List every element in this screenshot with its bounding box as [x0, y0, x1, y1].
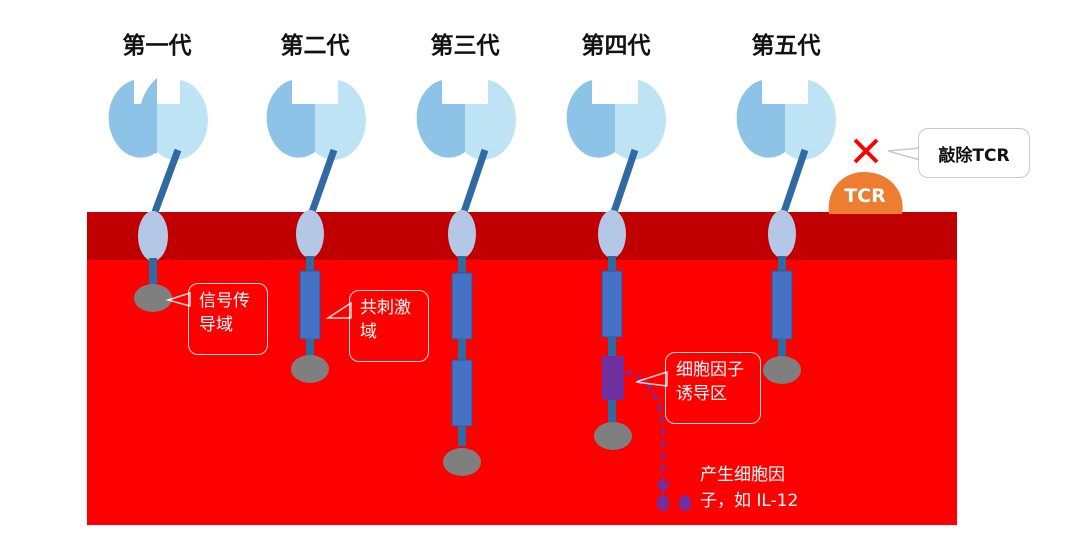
tcr-receptor	[828, 172, 903, 214]
cytokine-molecule-2	[679, 495, 691, 511]
stalk	[780, 148, 809, 214]
car-gen5	[736, 80, 903, 384]
costim-domain-2	[451, 359, 473, 427]
secretion-arrow	[625, 370, 665, 485]
label-line: 产生细胞因	[700, 465, 785, 485]
callout-tail	[887, 147, 921, 161]
signal-domain	[443, 448, 481, 476]
gen-title-2: 第二代	[280, 33, 350, 59]
scfv-vh-icon	[785, 80, 836, 160]
cell-membrane	[87, 212, 957, 260]
signal-domain	[763, 356, 801, 384]
linker	[608, 256, 616, 272]
linker	[608, 337, 616, 357]
signal-domain	[291, 355, 329, 383]
linker	[608, 400, 616, 422]
callout-tail	[165, 291, 191, 307]
linker	[306, 256, 314, 272]
linker	[458, 339, 466, 361]
knockout-tcr-note: 敲除TCR	[918, 128, 1030, 178]
costim-domain	[601, 270, 623, 338]
signal-domain	[594, 422, 632, 450]
callout-costim-domain: 共刺激 域	[349, 290, 429, 362]
transmembrane-hinge	[138, 211, 168, 261]
stalk	[151, 148, 182, 214]
costim-domain-1	[451, 272, 473, 340]
scfv-vl-icon	[736, 80, 785, 158]
label-line: 子，如 IL-12	[700, 491, 799, 511]
gen-title-3: 第三代	[430, 33, 500, 59]
cytokine-molecule-1	[657, 495, 669, 511]
stalk	[610, 148, 639, 214]
gen-title-5: 第五代	[751, 33, 821, 59]
car-gen2	[266, 80, 366, 383]
scfv-vh-icon	[465, 80, 516, 160]
cytokine-induction-domain	[602, 356, 624, 400]
transmembrane-hinge	[448, 210, 476, 258]
scfv-vh-icon	[157, 80, 208, 160]
transmembrane-hinge	[296, 210, 324, 258]
gen-title-4: 第四代	[581, 33, 651, 59]
costim-domain	[299, 270, 321, 340]
car-gen1	[108, 78, 208, 312]
scfv-vl-icon	[108, 80, 157, 158]
callout-cytokine-induction: 细胞因子 诱导区	[665, 352, 761, 424]
transmembrane-hinge	[598, 210, 626, 258]
callout-tail	[325, 301, 352, 319]
arrow-head-icon	[656, 482, 670, 494]
tcr-label: TCR	[844, 185, 886, 207]
callout-line: 共刺激	[360, 298, 411, 318]
gen-title-1: 第一代	[122, 33, 192, 59]
scfv-vl-icon	[566, 80, 615, 158]
linker	[778, 339, 786, 357]
callout-tail	[635, 370, 668, 387]
callout-line: 域	[360, 322, 377, 342]
car-gen4	[566, 80, 691, 511]
signal-domain	[134, 284, 172, 312]
scfv-vh-icon	[315, 80, 366, 160]
linker	[458, 426, 466, 446]
scfv-vh-icon	[615, 80, 666, 160]
callout-line: 信号传	[199, 291, 250, 311]
callout-line: 诱导区	[676, 384, 727, 404]
stalk	[460, 148, 489, 214]
cytoplasm	[87, 260, 957, 525]
car-gen3	[416, 80, 516, 476]
scfv-vl-icon	[416, 80, 465, 158]
callout-line: 导域	[199, 315, 233, 335]
callout-line: 细胞因子	[676, 360, 744, 380]
linker	[458, 256, 466, 274]
linker	[306, 339, 314, 357]
transmembrane-hinge	[768, 210, 796, 258]
costim-domain	[771, 270, 793, 340]
scfv-vl-icon	[266, 80, 315, 158]
callout-signal-domain: 信号传 导域	[188, 283, 268, 355]
linker	[149, 258, 157, 284]
linker	[778, 256, 786, 272]
stalk	[308, 148, 338, 214]
cytokine-production-label: 产生细胞因 子，如 IL-12	[700, 462, 798, 514]
